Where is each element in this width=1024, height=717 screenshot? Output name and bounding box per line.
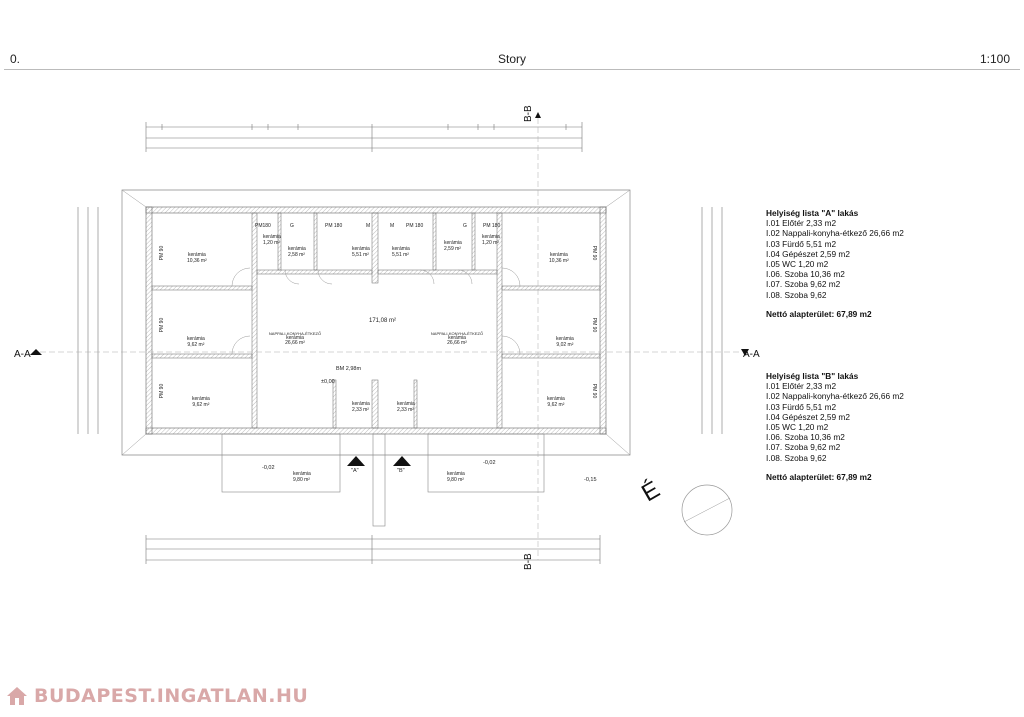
entrance-a-label: "A" [351, 468, 359, 474]
list-item: I.06. Szoba 10,36 m2 [766, 269, 845, 280]
interior-walls [151, 212, 601, 429]
window-pm90-right-1: PM 90 [591, 245, 598, 261]
entrance-a-marker [347, 456, 365, 466]
window-g-left: G [290, 223, 294, 229]
list-item: I.08. Szoba 9,62 [766, 452, 827, 463]
list-item: I.05 WC 1,20 m2 [766, 259, 829, 270]
watermark-text: BUDAPEST.INGATLAN.HU [34, 685, 309, 707]
sheet-scale: 1:100 [979, 52, 1010, 66]
entrance-b-marker [393, 456, 411, 466]
house-icon [7, 687, 27, 705]
ceiling-height: BM 2,98m [336, 366, 362, 372]
list-item: I.07. Szoba 9,62 m2 [766, 442, 841, 453]
sheet-number: 0. [10, 52, 21, 66]
door-swings [231, 267, 521, 355]
top-dimension-lines [146, 126, 600, 561]
list-item: I.05 WC 1,20 m2 [766, 422, 829, 433]
list-item: I.02 Nappali-konyha-étkező 26,66 m2 [766, 228, 904, 239]
level-terrace-left: -0,02 [262, 465, 275, 471]
top-dimension-ticks [145, 122, 601, 564]
window-pm180-right: PM 180 [483, 223, 501, 229]
sheet-title: Story [497, 52, 526, 66]
section-lines [40, 118, 740, 560]
side-dimension-lines [77, 207, 723, 434]
list-item: I.04 Gépészet 2,59 m2 [766, 411, 850, 422]
list-item: I.08. Szoba 9,62 [766, 289, 827, 300]
watermark: BUDAPEST.INGATLAN.HU [6, 684, 308, 708]
list-item: I.04 Gépészet 2,59 m2 [766, 248, 850, 259]
level-zero: ±0,00 [321, 379, 335, 385]
section-bb-bottom: B-B [523, 553, 534, 570]
room-list-a-net-area: Nettó alapterület: 67,89 m2 [766, 308, 872, 319]
level-exterior: -0,15 [584, 477, 597, 483]
section-arrows [30, 112, 749, 356]
window-pm90-right-3: PM 90 [591, 383, 598, 399]
window-pm180-a: PM 180 [325, 223, 343, 229]
total-area: 171,08 m² [369, 318, 397, 324]
room-list-a: Helyiség lista "A" lakás I.01 Előtér 2,3… [766, 208, 904, 319]
window-pm180-b: PM 180 [406, 223, 424, 229]
window-m-right: M [390, 223, 395, 229]
north-circle [681, 484, 733, 536]
level-terrace-right: -0,02 [483, 460, 496, 466]
list-item: I.01 Előtér 2,33 m2 [766, 218, 837, 229]
list-item: I.06. Szoba 10,36 m2 [766, 432, 845, 443]
section-aa-right: A-A [743, 349, 760, 360]
window-m-left: M [366, 223, 371, 229]
list-item: I.02 Nappali-konyha-étkező 26,66 m2 [766, 391, 904, 402]
terraces [221, 433, 545, 527]
window-pm90-left-1: PM 90 [159, 245, 166, 261]
window-pm90-left-2: PM 90 [159, 317, 166, 333]
window-pm90-right-2: PM 90 [591, 317, 598, 333]
section-aa-left: A-A [14, 349, 31, 360]
room-list-b-title: Helyiség lista "B" lakás [766, 371, 859, 381]
window-pm180-left: PM180 [255, 223, 271, 229]
window-pm90-left-3: PM 90 [159, 383, 166, 399]
window-g-right: G [463, 223, 467, 229]
section-bb-top: B-B [523, 105, 534, 122]
room-list-a-title: Helyiség lista "A" lakás [766, 208, 859, 218]
list-item: I.03 Fürdő 5,51 m2 [766, 401, 837, 412]
entrance-b-label: "B" [397, 468, 405, 474]
list-item: I.03 Fürdő 5,51 m2 [766, 238, 837, 249]
room-list-b: Helyiség lista "B" lakás I.01 Előtér 2,3… [766, 371, 904, 482]
list-item: I.07. Szoba 9,62 m2 [766, 279, 841, 290]
list-item: I.01 Előtér 2,33 m2 [766, 381, 837, 392]
header-rule [4, 69, 1020, 70]
room-list-b-net-area: Nettó alapterület: 67,89 m2 [766, 471, 872, 482]
